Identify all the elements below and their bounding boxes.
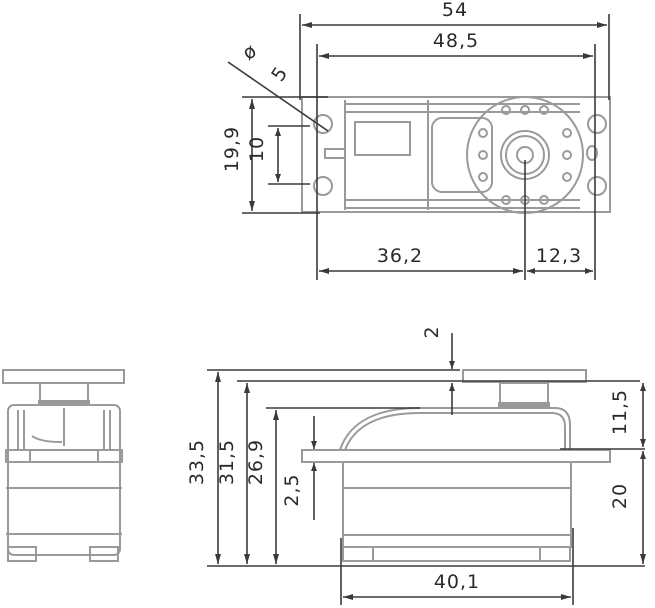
dim-mount-slot-spacing: 10 bbox=[246, 136, 268, 162]
end-view-horn bbox=[2, 369, 125, 384]
dim-horn-thickness: 2 bbox=[421, 325, 443, 338]
mount-hole-right-top bbox=[587, 114, 607, 134]
dim-above-flange: 11,5 bbox=[609, 389, 631, 435]
dim-mount-hole-spacing: 48,5 bbox=[433, 30, 479, 52]
cable-exit bbox=[324, 148, 346, 159]
dim-mount-hole-diameter: 5 bbox=[267, 62, 293, 85]
dim-below-flange: 20 bbox=[609, 483, 631, 509]
dim-total-height: 33,5 bbox=[186, 439, 208, 485]
dim-overall-length: 54 bbox=[442, 0, 468, 21]
dim-diameter-symbol: ø bbox=[239, 39, 262, 64]
mount-hole-right-bottom bbox=[587, 176, 607, 196]
dim-flange-thickness: 2,5 bbox=[281, 473, 303, 506]
side-view: 2 33,5 31,5 26,9 2,5 11,5 20 40,1 bbox=[186, 325, 646, 605]
end-view-case bbox=[7, 404, 121, 556]
dim-body-length: 40,1 bbox=[434, 571, 480, 593]
side-view-flange bbox=[301, 449, 611, 463]
dim-hole-to-shaft: 36,2 bbox=[377, 245, 423, 267]
dim-height-to-horn-top: 31,5 bbox=[216, 439, 238, 485]
dim-overall-width: 19,9 bbox=[221, 126, 243, 172]
mount-hole-left-bottom bbox=[313, 176, 333, 196]
side-view-case-top bbox=[339, 407, 571, 451]
dim-shaft-to-hole: 12,3 bbox=[536, 245, 582, 267]
top-view: 54 48,5 ø 5 19,9 10 36,2 12,3 bbox=[221, 0, 611, 280]
mount-slot-right bbox=[586, 145, 598, 161]
side-view-body bbox=[342, 461, 572, 548]
end-view bbox=[2, 369, 125, 562]
dim-case-height: 26,9 bbox=[245, 439, 267, 485]
mount-hole-left-top bbox=[313, 114, 333, 134]
